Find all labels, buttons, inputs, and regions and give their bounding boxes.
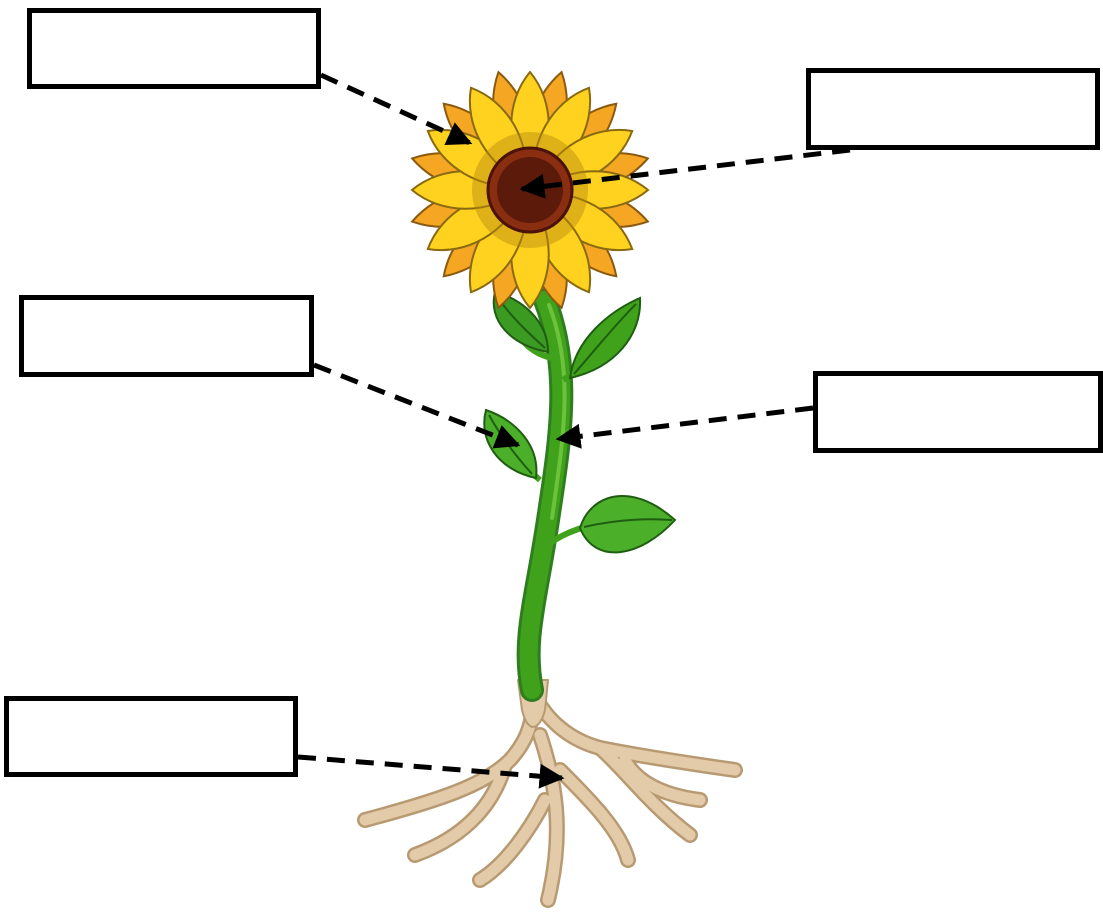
label-box-petal[interactable] [27, 8, 321, 89]
label-box-roots[interactable] [4, 696, 298, 777]
sunflower-head [410, 70, 650, 310]
label-box-leaf[interactable] [19, 295, 314, 377]
plant-leaves [483, 290, 677, 554]
pointer-line-root [297, 754, 565, 789]
label-box-stem[interactable] [813, 371, 1103, 453]
plant-roots [357, 679, 743, 908]
pointer-line-stem [555, 405, 814, 449]
pointer-lines [297, 72, 851, 789]
plant-stem [516, 288, 574, 702]
pointer-line-leaf [313, 362, 521, 449]
label-box-flower-center[interactable] [806, 68, 1100, 150]
pointer-line-center [519, 147, 851, 199]
